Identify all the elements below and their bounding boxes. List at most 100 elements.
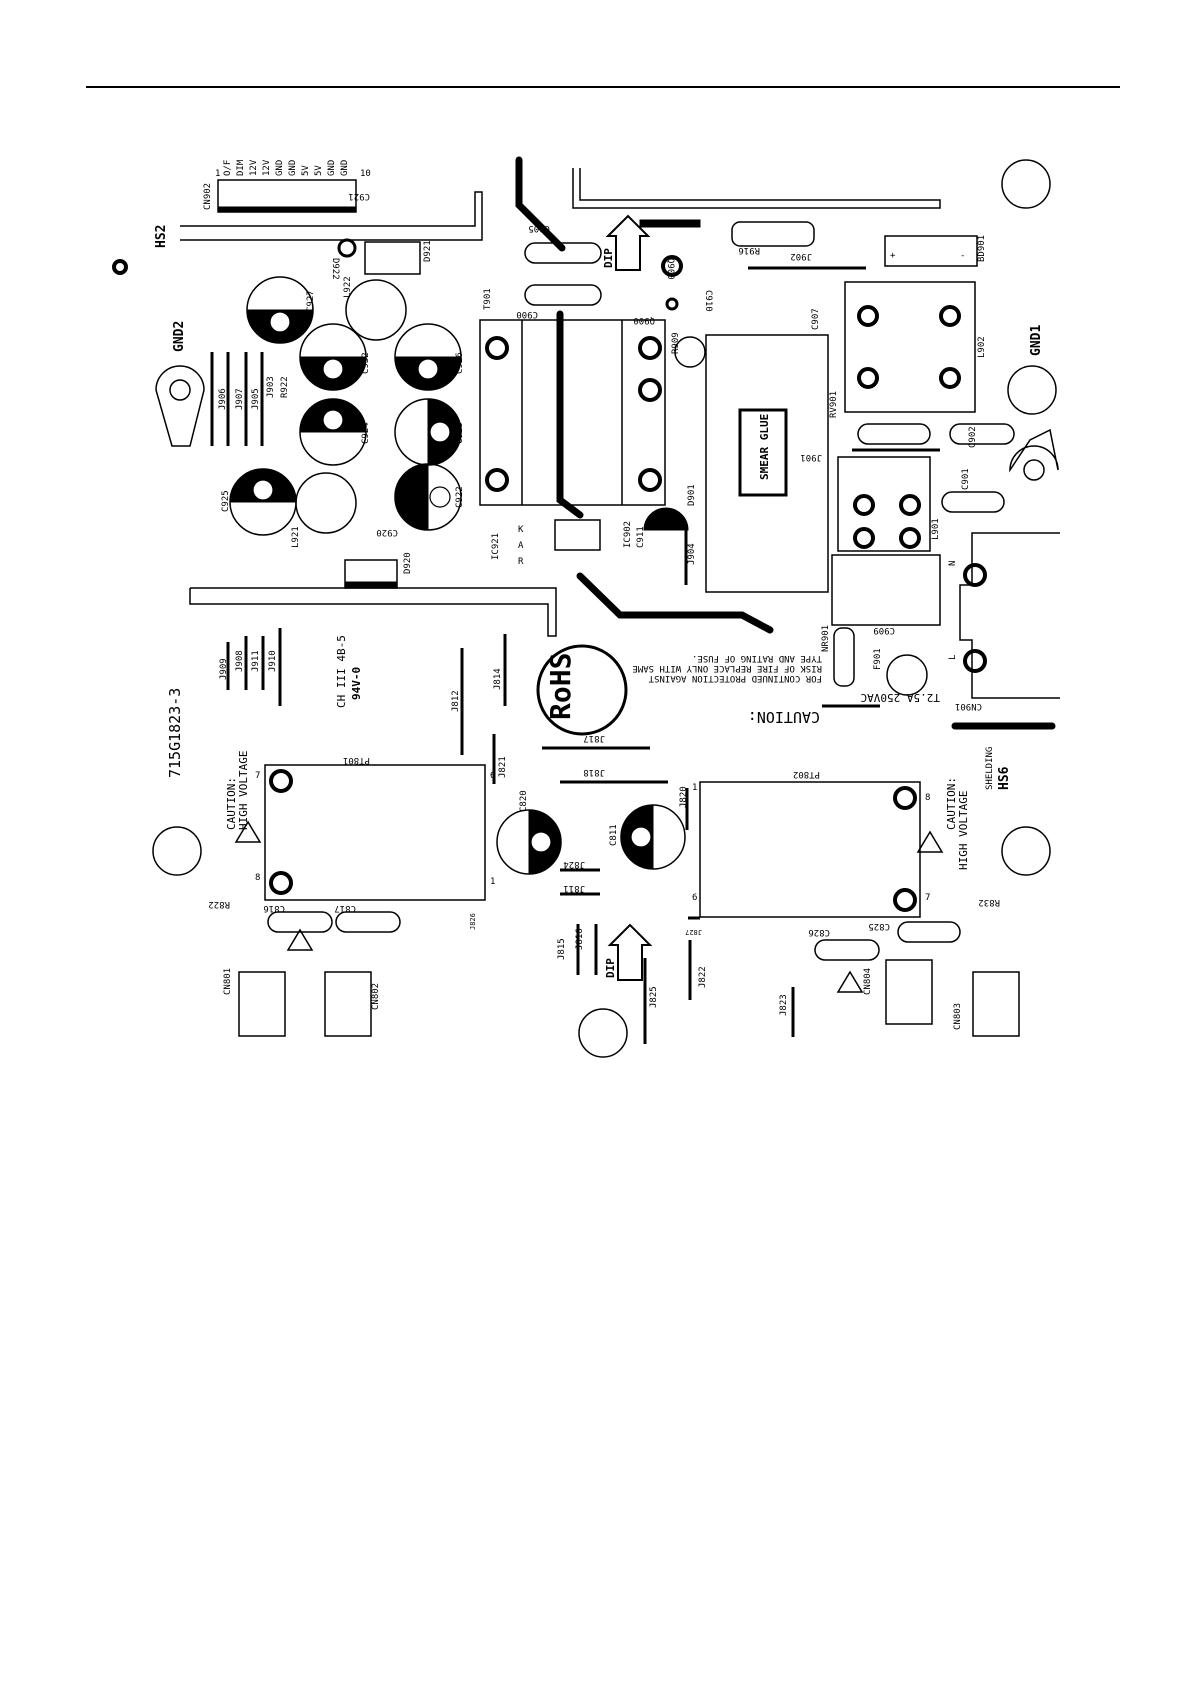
bd901-plus: + — [890, 251, 896, 261]
connector-cn801 — [238, 971, 286, 1037]
label-c816: C816 — [263, 903, 285, 913]
label-c907: C907 — [811, 308, 821, 330]
caution-line-2: RISK OF FIRE REPLACE ONLY WITH SAME — [632, 663, 822, 673]
label-j814: J814 — [493, 668, 503, 690]
connector-cn804 — [885, 959, 933, 1025]
label-j907: J907 — [235, 388, 245, 410]
bd901-minus: - — [960, 251, 965, 261]
label-c923: C923 — [455, 422, 465, 444]
label-ic902: IC902 — [623, 521, 633, 548]
cn902-pin-4: 12V — [262, 159, 272, 176]
d922-pad — [337, 238, 357, 258]
label-r916: R916 — [738, 245, 760, 255]
capacitor-c826 — [814, 939, 880, 961]
label-c811: C811 — [609, 824, 619, 846]
label-j823: J823 — [779, 994, 789, 1016]
label-c902: C902 — [968, 426, 978, 448]
label-d921: D921 — [423, 240, 433, 262]
label-c932: C932 — [361, 352, 371, 374]
label-c925: C925 — [221, 490, 231, 512]
cn902-pin-8: 5V — [314, 165, 324, 176]
transformer-pt801 — [264, 764, 486, 901]
label-j904: J904 — [687, 543, 697, 565]
diode-d921-body — [364, 241, 421, 275]
label-c922: C922 — [455, 486, 465, 508]
label-j812: J812 — [451, 690, 461, 712]
pt802-pin-7: 7 — [925, 893, 930, 903]
ground-lug-hole — [1023, 459, 1045, 481]
caution-line-3: TYPE AND RATING OF FUSE. — [692, 653, 822, 663]
label-j821: J821 — [498, 756, 508, 778]
label-cn902: CN902 — [203, 183, 213, 210]
pt801-pin-7: 7 — [255, 771, 260, 781]
mounting-hole-left — [152, 826, 202, 876]
label-gnd1: GND1 — [1029, 325, 1044, 356]
warning-icon-left — [234, 820, 262, 843]
label-j817: J817 — [583, 733, 605, 743]
pt802-pin-6: 6 — [692, 893, 697, 903]
dip-text-bottom: DIP — [604, 958, 617, 978]
mounting-hole-top-right — [1001, 159, 1051, 209]
inductor-l922 — [345, 279, 407, 341]
smear-glue-text: SMEAR GLUE — [758, 414, 771, 480]
label-c900: C900 — [516, 309, 538, 319]
transformer-t901 — [479, 319, 666, 506]
ul-code: CH III 4B-5 — [335, 635, 348, 708]
label-r822: R822 — [208, 899, 230, 909]
hv-caution-left-title: CAUTION: — [225, 777, 238, 830]
dip-arrow-top — [605, 214, 651, 271]
header-rule — [86, 86, 1120, 88]
label-q900: Q900 — [665, 258, 675, 280]
hv-caution-right-title: CAUTION: — [945, 777, 958, 830]
pt801-pin-1: 1 — [490, 877, 495, 887]
label-pin-a: A — [518, 541, 524, 551]
label-c909: C909 — [873, 625, 895, 635]
label-bd901: BD901 — [977, 235, 987, 262]
capacitor-c905 — [524, 242, 602, 264]
label-j901: J901 — [800, 452, 822, 462]
fuse-rating: T2.5A 250VAC — [861, 691, 940, 704]
q900-pad — [661, 255, 683, 277]
thermistor-nr901 — [833, 627, 855, 687]
gnd2-lug — [155, 365, 205, 447]
label-t901: T901 — [483, 288, 493, 310]
label-nr901: NR901 — [821, 625, 831, 652]
label-cn803: CN803 — [953, 1003, 963, 1030]
label-d901: D901 — [687, 484, 697, 506]
label-c905: C905 — [528, 223, 550, 233]
ic-ic921-body — [554, 519, 601, 551]
warning-icon-right — [916, 830, 944, 853]
label-r909: R909 — [671, 332, 681, 354]
pt801-pin-8: 8 — [255, 873, 260, 883]
label-c920: C920 — [376, 527, 398, 537]
capacitor-c825 — [897, 921, 961, 943]
cn902-pin-6: GND — [288, 160, 298, 176]
label-d900: Q900 — [633, 315, 655, 325]
label-j816: J816 — [575, 928, 585, 950]
label-j818: J818 — [583, 767, 605, 777]
label-j911: J911 — [251, 650, 261, 672]
cn902-pin-7: 5V — [301, 165, 311, 176]
label-c921: C921 — [348, 191, 370, 201]
capacitor-c817 — [335, 911, 401, 933]
label-l901: L901 — [931, 518, 941, 540]
heatsink-mid-outline — [189, 587, 557, 637]
board-part-number: 715G1823-3 — [166, 688, 184, 778]
dip-text-top: DIP — [602, 248, 615, 268]
label-j825: J825 — [649, 986, 659, 1008]
capacitor-c907-body — [705, 334, 829, 593]
bridge-bd901 — [884, 235, 978, 267]
label-d922: D922 — [330, 258, 340, 280]
label-pin-k: K — [518, 525, 524, 535]
label-j824: J824 — [563, 859, 585, 869]
inductor-l901-body — [837, 456, 931, 552]
pt801-pin-6: 6 — [490, 771, 495, 781]
connector-cn901-outline — [959, 532, 1060, 699]
label-cn804: CN804 — [863, 968, 873, 995]
label-c911: C911 — [636, 526, 646, 548]
wire-center — [556, 310, 584, 519]
inductor-l902-body — [844, 281, 976, 413]
label-pt802: PT802 — [793, 769, 820, 779]
label-j826: J826 — [469, 913, 477, 930]
